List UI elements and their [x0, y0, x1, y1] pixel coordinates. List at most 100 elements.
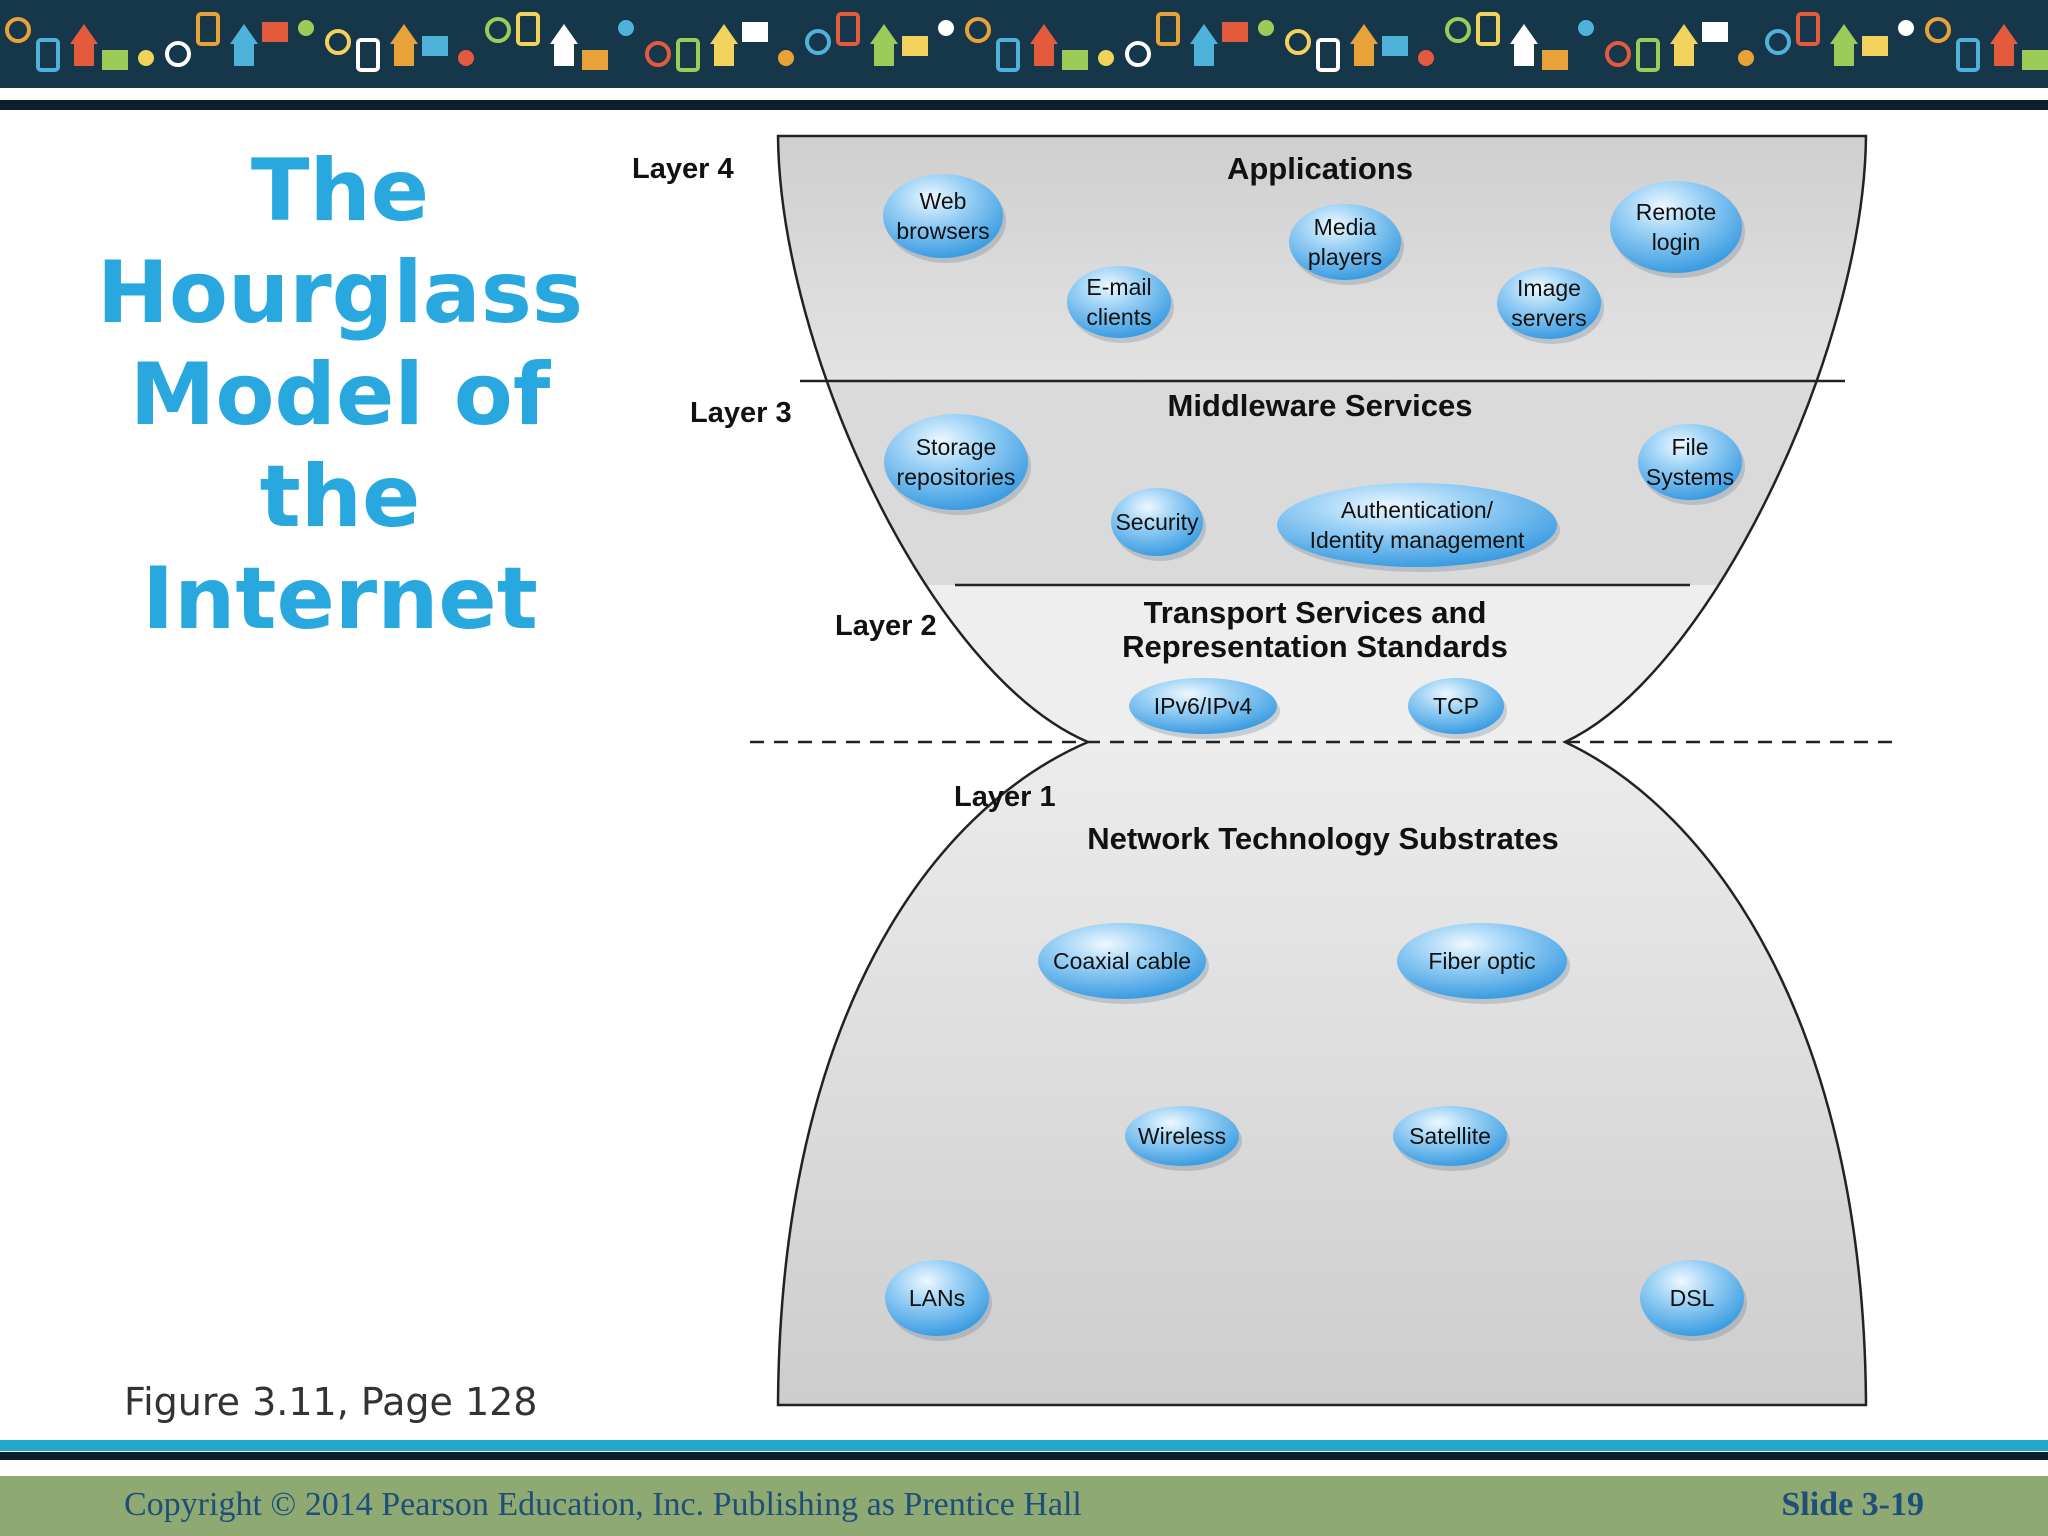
bubble-label: repositories	[897, 464, 1016, 490]
banner-decoration	[1350, 24, 1378, 66]
footer-bar: Copyright © 2014 Pearson Education, Inc.…	[0, 1476, 2048, 1536]
footer-cyan-divider	[0, 1440, 2048, 1451]
bubble-label: Security	[1115, 509, 1199, 535]
banner-decoration	[1222, 22, 1248, 42]
icon-banner	[0, 0, 2048, 88]
bubble-label: LANs	[909, 1285, 965, 1311]
copyright-text: Copyright © 2014 Pearson Education, Inc.…	[124, 1486, 1082, 1523]
banner-decoration	[1956, 38, 1980, 72]
bubble-shape	[1277, 483, 1557, 567]
banner-decoration	[1830, 24, 1858, 66]
bubble-shape	[885, 1260, 989, 1336]
banner-decoration	[356, 38, 380, 72]
bubble-satellite: Satellite	[1393, 1106, 1510, 1171]
layer-2-label: Layer 2	[835, 610, 937, 642]
bubble-label: Fiber optic	[1428, 948, 1535, 974]
bubble-shape	[1289, 204, 1401, 280]
banner-decoration	[938, 20, 954, 36]
layer-3-label: Layer 3	[690, 397, 792, 429]
banner-decoration	[422, 36, 448, 56]
bubble-label: TCP	[1433, 693, 1479, 719]
bubble-coaxial-cable: Coaxial cable	[1038, 923, 1209, 1004]
bubble-shape	[1393, 1106, 1507, 1166]
banner-decoration	[1702, 22, 1728, 42]
bubble-label: Remote	[1636, 199, 1717, 225]
transport-services-title: Transport Services and	[1144, 595, 1487, 630]
banner-decoration	[1382, 36, 1408, 56]
banner-decoration	[1190, 24, 1218, 66]
banner-decoration	[965, 17, 991, 43]
bubble-label: IPv6/IPv4	[1154, 693, 1253, 719]
bubble-shape	[1638, 424, 1742, 500]
banner-decoration	[582, 50, 608, 70]
banner-decoration	[390, 24, 418, 66]
bubble-lans: LANs	[885, 1260, 992, 1341]
bubble-label: Satellite	[1409, 1123, 1491, 1149]
bubble-shape	[1067, 266, 1171, 338]
banner-decoration	[742, 22, 768, 42]
banner-decoration	[1125, 41, 1151, 67]
title-line: Hourglass	[96, 243, 584, 343]
bubble-label: DSL	[1670, 1285, 1715, 1311]
bubble-shape	[1497, 267, 1601, 339]
banner-decoration	[196, 12, 220, 46]
banner-decoration	[1578, 20, 1594, 36]
banner-decoration	[870, 24, 898, 66]
bubble-label: Storage	[916, 434, 997, 460]
banner-decoration	[165, 41, 191, 67]
banner-decoration	[36, 38, 60, 72]
title-line: Model of	[129, 345, 551, 445]
banner-decoration	[550, 24, 578, 66]
banner-decoration	[325, 29, 351, 55]
bubble-label: players	[1308, 244, 1382, 270]
bubble-label: Image	[1517, 275, 1581, 301]
bubble-shape	[1125, 1106, 1239, 1166]
banner-decoration	[1990, 24, 2018, 66]
banner-decoration	[262, 22, 288, 42]
hourglass-outline	[776, 134, 1868, 1407]
banner-decoration	[1898, 20, 1914, 36]
banner-decoration	[1738, 50, 1754, 66]
bubble-label: browsers	[896, 218, 989, 244]
banner-decoration	[1285, 29, 1311, 55]
title-line: the	[259, 447, 421, 547]
banner-decoration	[778, 50, 794, 66]
bubble-label: servers	[1511, 305, 1586, 331]
banner-decoration	[805, 29, 831, 55]
bubble-shape	[884, 414, 1028, 510]
banner-decoration	[516, 12, 540, 46]
bubble-dsl: DSL	[1640, 1260, 1747, 1341]
bubble-label: E-mail	[1086, 274, 1151, 300]
middleware-services-title: Middleware Services	[1168, 388, 1473, 423]
bubble-label: File	[1671, 434, 1708, 460]
banner-decoration	[2022, 50, 2048, 70]
bubble-tcp: TCP	[1408, 678, 1507, 739]
bubble-shape	[1129, 678, 1277, 734]
banner-decoration	[1258, 20, 1274, 36]
bubble-shape	[1397, 923, 1567, 999]
banner-decoration	[1030, 24, 1058, 66]
banner-decoration	[1156, 12, 1180, 46]
bubble-label: Identity management	[1310, 527, 1525, 553]
bubble-shape	[1408, 678, 1504, 734]
banner-decoration	[230, 24, 258, 66]
bubble-wireless: Wireless	[1125, 1106, 1242, 1171]
bubble-media-players: Media players	[1289, 204, 1404, 285]
banner-decoration	[676, 38, 700, 72]
bubble-shape	[1640, 1260, 1744, 1336]
slide-number: Slide 3-19	[1781, 1486, 1924, 1523]
banner-decoration	[1862, 36, 1888, 56]
bubble-label: Media	[1314, 214, 1377, 240]
bubble-ipv6-ipv4: IPv6/IPv4	[1129, 678, 1280, 739]
banner-decoration	[618, 20, 634, 36]
layer-4-label: Layer 4	[632, 153, 734, 185]
hourglass-diagram: Layer 4 Layer 3 Layer 2 Layer 1 Applicat…	[632, 134, 1898, 1407]
network-technology-substrates-title: Network Technology Substrates	[1087, 821, 1558, 856]
banner-decoration	[645, 41, 671, 67]
banner-decoration	[485, 17, 511, 43]
bubble-label: Authentication/	[1341, 497, 1494, 523]
